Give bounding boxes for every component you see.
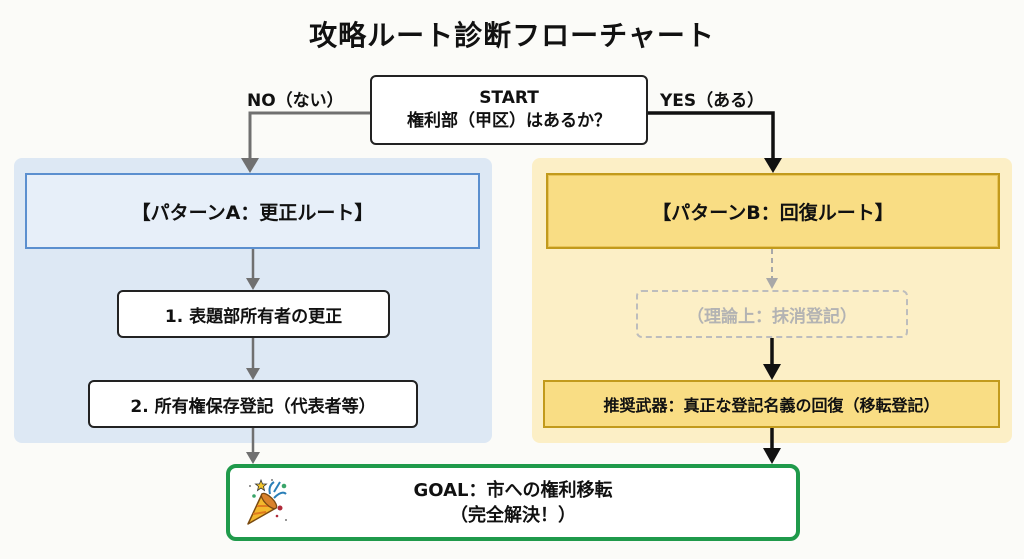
b-dashed-arrow [766,278,778,289]
goal-line-1: GOAL：市への権利移転 [413,479,613,501]
party-popper-icon [247,478,287,525]
pattern-b-theory-step: （理論上：抹消登記） [636,290,908,338]
start-label: START [479,88,539,108]
no-branch-label: NO（ない） [247,91,344,111]
pattern-a-header: 【パターンA：更正ルート】 [25,173,480,249]
pattern-b-recommended-step: 推奨武器：真正な登記名義の回復（移転登記） [543,380,1000,428]
pattern-b-title: 【パターンB：回復ルート】 [652,201,894,224]
step-1-label: 1. 表題部所有者の更正 [164,306,343,327]
pattern-a-step-1: 1. 表題部所有者の更正 [117,290,390,338]
a-arrow-1 [246,278,260,290]
page-title: 攻略ルート診断フローチャート [309,19,715,52]
goal-line-2: （完全解決！） [450,504,576,526]
pattern-a-title: 【パターンA：更正ルート】 [131,201,374,224]
pattern-a-step-2: 2. 所有権保存登記（代表者等） [88,380,418,428]
b-arrow-3 [763,448,781,464]
step-2-label: 2. 所有権保存登記（代表者等） [130,396,376,417]
start-question: 権利部（甲区）はあるか？ [407,111,611,131]
a-arrow-3 [246,452,260,464]
start-decision-box: START 権利部（甲区）はあるか？ [370,75,648,145]
yes-branch-arrow [764,158,782,173]
yes-branch-label: YES（ある） [660,91,765,111]
no-branch-arrow [241,158,259,173]
recommended-step-label: 推奨武器：真正な登記名義の回復（移転登記） [603,396,940,415]
pattern-b-header: 【パターンB：回復ルート】 [546,173,1000,249]
goal-box: GOAL：市への権利移転 （完全解決！） [226,464,800,541]
no-branch-line [248,111,371,160]
yes-branch-line [648,111,775,160]
a-arrow-2 [246,368,260,380]
b-arrow-2 [763,364,781,380]
theory-step-label: （理論上：抹消登記） [687,306,857,327]
